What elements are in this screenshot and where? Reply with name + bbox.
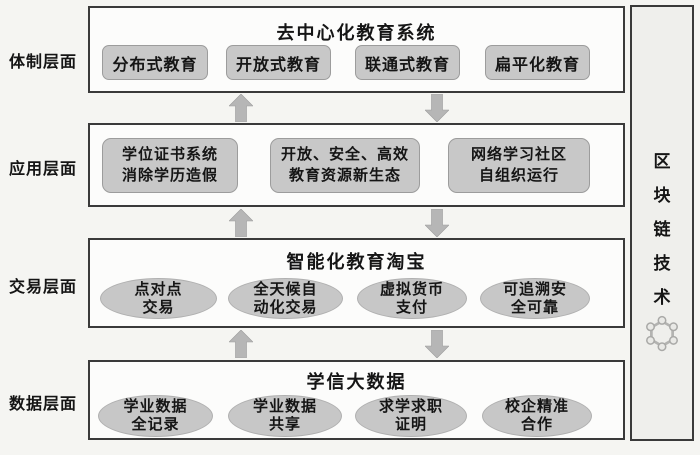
item-school-enterprise-cooperation: 校企精准 合作	[482, 395, 592, 437]
item-label-line2: 全记录	[131, 416, 180, 433]
item-label-line2: 自组织运行	[478, 166, 559, 184]
blockchain-label-char: 术	[653, 288, 671, 307]
item-label-line2: 共享	[268, 416, 301, 433]
blockchain-label: 区 块 链 技 术	[632, 147, 692, 308]
blockchain-label-char: 技	[653, 254, 671, 273]
item-label-line2: 证明	[394, 416, 427, 433]
item-label-line1: 学位证书系统	[121, 146, 218, 164]
item-label: 联通式教育	[364, 56, 450, 74]
layer-label-data: 数据层面	[8, 396, 77, 413]
layer-title-transaction: 智能化教育淘宝	[286, 252, 427, 272]
item-study-job-proof: 求学求职 证明	[355, 395, 467, 437]
down-arrow-icon	[425, 209, 449, 237]
layer-label-transaction: 交易层面	[8, 279, 77, 296]
item-label-line1: 求学求职	[378, 398, 443, 416]
item-academic-data-record: 学业数据 全记录	[98, 395, 213, 437]
item-label-line1: 点对点	[134, 280, 183, 298]
item-education-resource-ecosystem: 开放、安全、高效 教育资源新生态	[270, 138, 420, 193]
down-arrow-icon	[425, 330, 449, 358]
layer-title-institution: 去中心化教育系统	[276, 23, 437, 43]
layer-title-data: 学信大数据	[306, 372, 407, 392]
item-label-line1: 虚拟货币	[379, 280, 444, 298]
item-distributed-education: 分布式教育	[102, 45, 208, 80]
item-open-education: 开放式教育	[226, 45, 331, 80]
item-label: 开放式教育	[235, 56, 321, 74]
item-label-line2: 全可靠	[510, 298, 559, 316]
item-degree-certificate-system: 学位证书系统 消除学历造假	[102, 138, 238, 193]
item-label-line2: 消除学历造假	[121, 166, 218, 184]
item-virtual-currency-payment: 虚拟货币 支付	[357, 278, 467, 319]
up-arrow-icon	[229, 209, 253, 237]
up-arrow-icon	[229, 330, 253, 358]
item-label: 分布式教育	[112, 56, 198, 74]
layer-box-data: 学信大数据 学业数据 全记录 学业数据 共享 求学求职 证明 校企精准 合作	[88, 360, 625, 440]
item-learning-community: 网络学习社区 自组织运行	[448, 138, 590, 193]
layer-label-institution: 体制层面	[8, 54, 77, 71]
item-label-line1: 网络学习社区	[470, 146, 567, 164]
item-label-line2: 支付	[395, 298, 428, 316]
item-automated-trading: 全天候自 动化交易	[228, 278, 343, 319]
down-arrow-icon	[425, 94, 449, 122]
item-connected-education: 联通式教育	[355, 45, 460, 80]
blockchain-label-char: 块	[653, 186, 671, 205]
item-label-line1: 可追溯安	[502, 280, 567, 298]
item-label-line1: 学业数据	[123, 398, 188, 416]
blockchain-label-char: 链	[653, 220, 671, 239]
item-academic-data-sharing: 学业数据 共享	[228, 395, 342, 437]
item-label-line2: 合作	[520, 416, 553, 433]
up-arrow-icon	[229, 94, 253, 122]
blockchain-label-char: 区	[653, 152, 671, 171]
item-label-line1: 全天候自	[253, 280, 318, 298]
item-label: 扁平化教育	[494, 56, 580, 74]
item-label-line1: 学业数据	[252, 398, 317, 416]
item-label-line2: 教育资源新生态	[288, 166, 401, 184]
layer-box-transaction: 智能化教育淘宝 点对点 交易 全天候自 动化交易 虚拟货币 支付 可追溯安 全可…	[88, 238, 625, 328]
item-flat-education: 扁平化教育	[485, 45, 590, 80]
item-label-line2: 动化交易	[253, 298, 318, 316]
layer-box-application: 学位证书系统 消除学历造假 开放、安全、高效 教育资源新生态 网络学习社区 自组…	[88, 123, 625, 207]
blockchain-hexagon-icon	[646, 315, 678, 352]
layer-box-institution: 去中心化教育系统 分布式教育 开放式教育 联通式教育 扁平化教育	[88, 6, 625, 93]
item-label-line1: 校企精准	[504, 398, 569, 416]
blockchain-panel: 区 块 链 技 术	[630, 5, 694, 441]
item-label-line2: 交易	[142, 298, 175, 316]
item-p2p-trading: 点对点 交易	[100, 278, 217, 319]
item-traceable-secure: 可追溯安 全可靠	[480, 278, 590, 319]
layer-label-application: 应用层面	[8, 161, 77, 178]
item-label-line1: 开放、安全、高效	[280, 146, 409, 164]
